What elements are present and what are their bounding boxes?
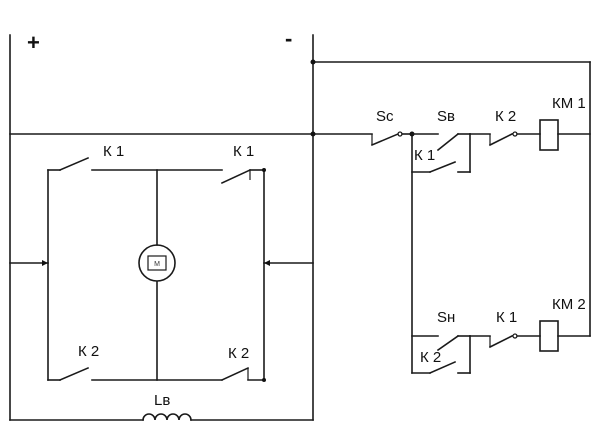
arrow-left-in	[42, 260, 48, 266]
km2-coil-icon	[539, 320, 559, 352]
km2-label: КМ 2	[552, 296, 586, 313]
arrow-right-in	[264, 260, 270, 266]
k1-bridge-left-label: К 1	[103, 143, 124, 160]
bottom-right-node	[262, 378, 266, 382]
motor-label: M	[154, 261, 160, 268]
plus-sign: +	[27, 30, 40, 55]
contact-k2-bridge-right	[220, 366, 250, 382]
k1-ctrl-upper-label: К 1	[414, 147, 435, 164]
km1-label: КМ 1	[552, 95, 586, 112]
motor-icon	[138, 244, 176, 282]
field-winding-coil-icon	[142, 413, 192, 421]
sv-contact	[436, 132, 460, 152]
sc-contact	[370, 132, 400, 147]
contact-k2-bridge-left	[58, 366, 90, 382]
latch1-contact	[428, 160, 457, 174]
k2-ctrl-lower-label: К 2	[420, 349, 441, 366]
sc-label: Sc	[376, 108, 394, 125]
top-right-node	[262, 168, 266, 172]
km1-coil-icon	[539, 119, 559, 151]
sv-label: Sв	[437, 108, 455, 125]
k2-bridge-left-label: К 2	[78, 343, 99, 360]
sn-label: Sн	[437, 309, 455, 326]
minus-sign: -	[285, 26, 292, 51]
sn-contact	[436, 334, 460, 352]
k1-bridge-right-label: К 1	[233, 143, 254, 160]
junction-minus-top	[310, 59, 316, 65]
contact-k1-bridge-right	[220, 168, 252, 185]
k1-ctrl-lower-label: К 1	[496, 309, 517, 326]
field-winding-label: Lв	[154, 392, 170, 409]
latch2-contact	[428, 360, 457, 375]
k2-interlock-contact	[488, 132, 514, 147]
k1-interlock-contact	[488, 334, 514, 349]
junction-minus-bus	[310, 131, 316, 137]
contact-k1-bridge-left	[58, 156, 90, 172]
k2-bridge-right-label: К 2	[228, 345, 249, 362]
k2-top-ctrl-label: К 2	[495, 108, 516, 125]
motor-label-box	[147, 255, 167, 271]
